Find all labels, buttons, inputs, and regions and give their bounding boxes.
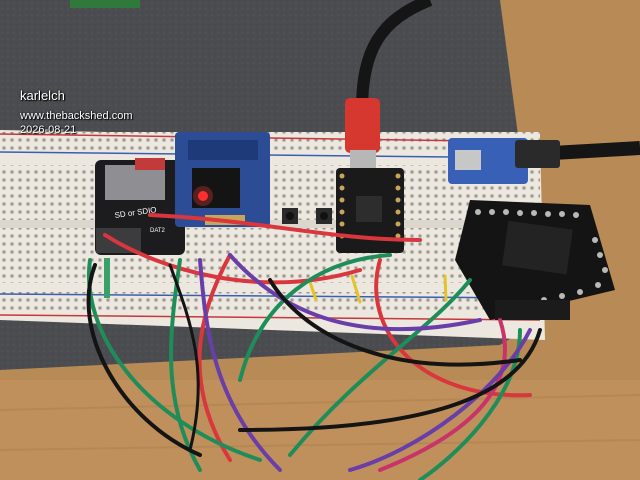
tactile-button-2: [316, 208, 332, 224]
jumper-wires: [86, 213, 542, 480]
watermark-site: www.thebackshed.com: [20, 110, 133, 122]
watermark-date: 2026-08-21: [20, 124, 77, 136]
blue-rtc-module: [175, 132, 270, 227]
watermark-author: karlelch: [20, 88, 65, 103]
large-black-module: [455, 200, 615, 320]
red-led: [198, 191, 208, 201]
blue-usb-breakout: [448, 138, 528, 184]
usb-c-cable: [356, 0, 433, 111]
sd-card-module: SD or SDIO DAT2: [95, 158, 185, 255]
green-pcb-edge: [70, 0, 140, 8]
sd-pin-label: DAT2: [150, 228, 166, 234]
left-header-pins: [104, 258, 110, 298]
small-mcu-board: [336, 168, 404, 253]
tactile-button-1: [282, 208, 298, 224]
